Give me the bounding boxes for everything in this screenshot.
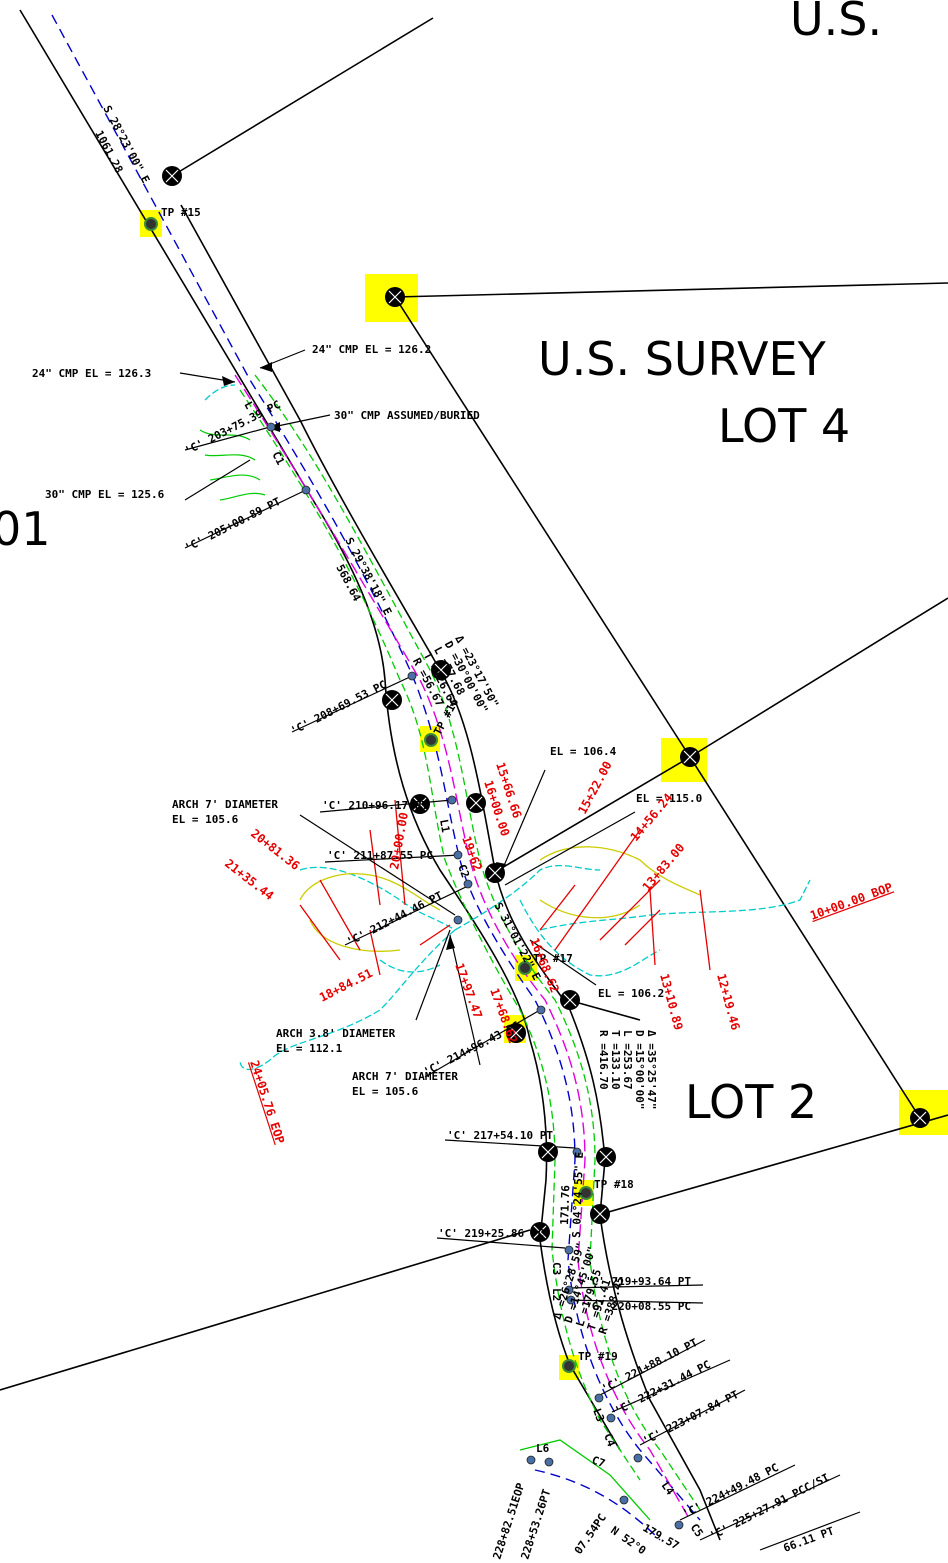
centerline-blue-branch bbox=[534, 1469, 661, 1541]
segment-l6: L6 bbox=[536, 1442, 550, 1455]
red-station-13-10: 13+10.89 bbox=[657, 972, 685, 1031]
station-07-54-pc: 07.54PC bbox=[572, 1511, 609, 1556]
segment-c1: C1 bbox=[269, 449, 287, 467]
bearing-4: S 04°24'55" E bbox=[570, 1152, 586, 1238]
traverse-point-markers bbox=[144, 217, 593, 1373]
segment-l1: L1 bbox=[437, 818, 452, 834]
station-208-69: 'C' 208+69.53 PC bbox=[288, 678, 388, 738]
centerline-blue bbox=[51, 14, 701, 1521]
station-217-54: 'C' 217+54.10 PT bbox=[447, 1129, 553, 1142]
elevation-label-2: EL = 115.0 bbox=[636, 792, 702, 805]
station-228-53-pt: 228+53.26PT bbox=[518, 1487, 553, 1561]
red-station-24-05-eop: 24+05.76 EOP bbox=[247, 1059, 287, 1146]
culvert-label-2: 24" CMP EL = 126.2 bbox=[312, 343, 431, 356]
contours-cyan bbox=[204, 384, 811, 1071]
arch-label-2a: ARCH 3.8' DIAMETER bbox=[276, 1027, 396, 1040]
red-station-bop: 10+00.00 BOP bbox=[808, 880, 894, 923]
bearing-4-length: 171.76 bbox=[558, 1185, 572, 1226]
elevation-label-1: EL = 106.4 bbox=[550, 745, 617, 758]
segment-c4: C4 bbox=[601, 1432, 618, 1449]
station-212-44: 'C' 212+44.46 PT bbox=[344, 889, 445, 949]
leader-lines bbox=[179, 349, 861, 1551]
edge-green-left bbox=[239, 389, 641, 1481]
station-211-87: 'C' 211+87.55 PC bbox=[327, 849, 433, 862]
segment-c7: C7 bbox=[590, 1454, 607, 1471]
edge-green-right bbox=[254, 374, 701, 1511]
svg-text:R =416.70: R =416.70 bbox=[597, 1030, 610, 1090]
svg-text:Δ =35°25'47": Δ =35°25'47" bbox=[645, 1030, 658, 1109]
segment-l3: L3 bbox=[590, 1407, 607, 1424]
curve-data-c5: Δ =35°25'47" D =15°00'00" L =253.67 T =1… bbox=[597, 1030, 658, 1109]
station-205-00: 'C' 205+00.89 PT bbox=[182, 495, 283, 555]
culvert-label-3: 30" CMP ASSUMED/BURIED bbox=[334, 409, 480, 422]
edge-green-branch bbox=[519, 1439, 651, 1521]
svg-text:L =253.67: L =253.67 bbox=[621, 1030, 634, 1090]
tp-label-19: TP #19 bbox=[578, 1350, 618, 1363]
arch-label-2b: EL = 112.1 bbox=[276, 1042, 343, 1055]
culvert-label-4: 30" CMP EL = 125.6 bbox=[45, 488, 165, 501]
arch-label-3a: ARCH 7' DIAMETER bbox=[352, 1070, 458, 1083]
svg-text:D =15°00'00": D =15°00'00" bbox=[633, 1030, 646, 1109]
station-220-08: 'C' 220+08.55 PC bbox=[585, 1300, 691, 1313]
segment-c5: C5 bbox=[688, 1521, 706, 1539]
segment-l4: L4 bbox=[659, 1479, 677, 1498]
edge-magenta bbox=[234, 374, 691, 1521]
culvert-label-1: 24" CMP EL = 126.3 bbox=[32, 367, 151, 380]
red-station-15-22: 15+22.00 bbox=[575, 759, 614, 817]
lot-label-lot2: LOT 2 bbox=[685, 1075, 817, 1129]
segment-c3: C3 bbox=[550, 1262, 563, 1275]
red-station-12-19: 12+19.46 bbox=[714, 972, 742, 1031]
alignment-nodes bbox=[266, 422, 684, 1530]
lot-label-left-partial: 01 bbox=[0, 502, 51, 556]
lot-label-us-survey: U.S. SURVEY bbox=[538, 332, 827, 386]
arch-label-3b: EL = 105.6 bbox=[352, 1085, 419, 1098]
arch-label-1a: ARCH 7' DIAMETER bbox=[172, 798, 278, 811]
survey-marker-cross bbox=[165, 169, 927, 1239]
segment-c2: C2 bbox=[455, 863, 472, 880]
elevation-label-3: EL = 106.2 bbox=[598, 987, 664, 1000]
lot-label-lot4: LOT 4 bbox=[718, 399, 850, 453]
green-contours-top bbox=[199, 429, 266, 501]
tp-label-17: TP #17 bbox=[533, 952, 573, 965]
station-219-25: 'C' 219+25.86 PC bbox=[438, 1227, 544, 1240]
arch-label-1b: EL = 105.6 bbox=[172, 813, 239, 826]
tp-label-15: TP #15 bbox=[161, 206, 201, 219]
lot-label-us-top: U.S. bbox=[790, 0, 882, 46]
station-226-66: 66.11 PT bbox=[782, 1524, 837, 1554]
station-ticks-red bbox=[299, 799, 711, 976]
red-station-18-84: 18+84.51 bbox=[317, 966, 375, 1005]
station-210-96: 'C' 210+96.17 PT bbox=[322, 799, 428, 812]
segment-l2: L2 bbox=[550, 1288, 563, 1301]
station-219-93: 'C' 219+93.64 PT bbox=[585, 1275, 691, 1288]
svg-text:T =133.10: T =133.10 bbox=[609, 1030, 622, 1090]
boundary-lines bbox=[0, 9, 948, 1541]
red-station-17-97: 17+97.47 bbox=[452, 961, 485, 1020]
curve-data-c2: Δ =23°17'50" D =30°00'00" L =77.68 T =12… bbox=[410, 633, 501, 715]
red-station-20-81: 20+81.36 bbox=[248, 826, 302, 873]
red-station-21-35: 21+35.44 bbox=[222, 856, 276, 903]
tp-label-18: TP #18 bbox=[594, 1178, 634, 1191]
